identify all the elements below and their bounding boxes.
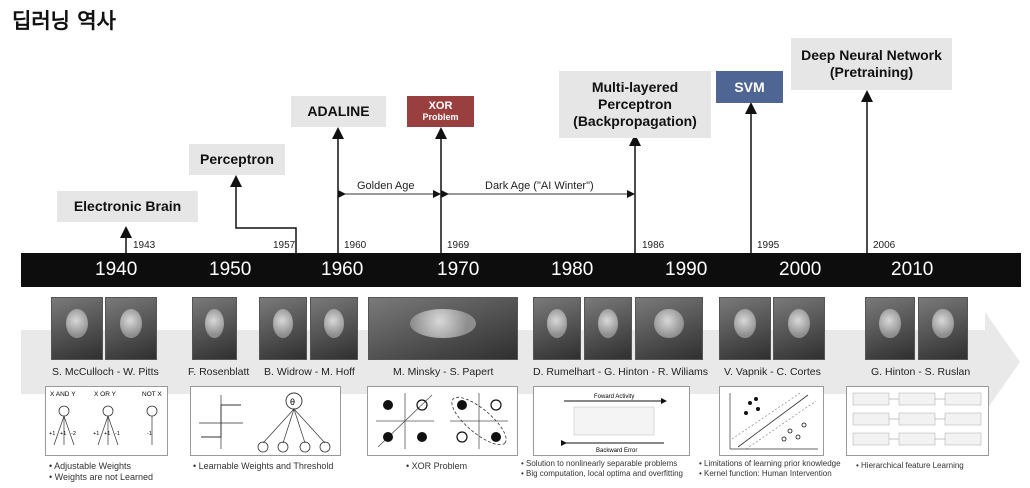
caption-rosenblatt: F. Rosenblatt (188, 366, 250, 378)
perceptron-svg: θ (199, 392, 331, 453)
note-svm-line1: • Limitations of learning prior knowledg… (699, 459, 841, 468)
era-dark-age: Dark Age ("AI Winter") (483, 180, 596, 192)
svg-text:+1: +1 (49, 431, 55, 437)
caption-rumelhart-hinton-williams: D. Rumelhart - G. Hinton - R. Wiliams (533, 366, 709, 378)
caption-hinton-ruslan: G. Hinton - S. Ruslan (871, 366, 971, 378)
photo-hoff (310, 297, 358, 360)
xor-label-line1: XOR (428, 100, 453, 112)
caption-mcculloch-pitts: S. McCulloch - W. Pitts (52, 366, 159, 378)
caption-widrow-hoff: B. Widrow - M. Hoff (264, 366, 355, 378)
diagram-svm (719, 386, 824, 456)
decade-2000: 2000 (779, 259, 822, 280)
forward-activity-label: Foward Activity (594, 394, 634, 400)
backward-error-label: Backward Error (596, 448, 637, 454)
milestone-adaline: ADALINE (291, 96, 386, 127)
note-hierarchical-line1: • Hierarchical feature Learning (856, 461, 964, 470)
note-logic-gates-line2: • Weights are not Learned (49, 472, 154, 483)
note-svm-line2: • Kernel function: Human Intervention (699, 469, 832, 478)
note-perceptron: • Learnable Weights and Threshold (193, 461, 333, 472)
note-backprop-line2: • Big computation, local optima and over… (521, 469, 683, 478)
photo-hinton (584, 297, 632, 360)
photo-minsky-papert (368, 297, 518, 360)
hierarchical-svg (852, 392, 982, 446)
era-golden-age: Golden Age (355, 180, 417, 192)
gate-and-label: X AND Y (50, 391, 76, 398)
year-1960: 1960 (344, 240, 367, 251)
gate-or-label: X OR Y (94, 391, 117, 398)
photo-pitts (105, 297, 157, 360)
svg-text:+1: +1 (60, 431, 66, 437)
svg-text:+1: +1 (104, 431, 110, 437)
milestone-xor: XOR Problem (407, 96, 474, 127)
decade-1960: 1960 (321, 259, 364, 280)
photo-rosenblatt (192, 297, 237, 360)
year-1969: 1969 (447, 240, 470, 251)
xor-label-line2: Problem (422, 111, 459, 122)
photo-williams (635, 297, 703, 360)
backprop-svg: Foward Activity Backward Error (561, 394, 667, 454)
diagram-perceptron: θ (190, 386, 341, 456)
milestone-deep-neural-network: Deep Neural Network (Pretraining) (791, 38, 952, 90)
arrow-1957 (230, 175, 297, 253)
note-hierarchical: • Hierarchical feature Learning (856, 461, 964, 471)
svg-text:-2: -2 (71, 431, 76, 437)
decade-band (21, 253, 1021, 287)
diagram-hierarchical-features (846, 386, 989, 456)
photo-ruslan (918, 297, 968, 360)
note-backprop: • Solution to nonlinearly separable prob… (521, 459, 683, 479)
diagram-xor-problem (367, 386, 518, 456)
decade-1970: 1970 (437, 259, 480, 280)
xor-svg (376, 393, 508, 449)
milestone-perceptron: Perceptron (189, 144, 285, 175)
logic-gates-svg: X AND Y X OR Y NOT X +1 +1 -2 +1 +1 -1 -… (49, 391, 162, 446)
decade-1950: 1950 (209, 259, 252, 280)
milestone-svm: SVM (716, 71, 783, 103)
diagram-backpropagation: Foward Activity Backward Error (533, 386, 690, 456)
photo-cortes (773, 297, 825, 360)
caption-vapnik-cortes: V. Vapnik - C. Cortes (724, 366, 821, 378)
note-perceptron-line1: • Learnable Weights and Threshold (193, 461, 334, 471)
year-1957: 1957 (273, 240, 296, 251)
decade-1980: 1980 (551, 259, 594, 280)
year-1995: 1995 (757, 240, 780, 251)
gate-not-label: NOT X (142, 391, 162, 398)
year-2006: 2006 (873, 240, 896, 251)
photo-widrow (259, 297, 307, 360)
caption-minsky-papert: M. Minsky - S. Papert (393, 366, 494, 378)
decade-2010: 2010 (891, 259, 934, 280)
note-logic-gates-line1: • Adjustable Weights (49, 461, 132, 471)
decade-1940: 1940 (95, 259, 138, 280)
year-1986: 1986 (642, 240, 665, 251)
note-logic-gates: • Adjustable Weights • Weights are not L… (49, 461, 153, 484)
svg-text:-1: -1 (147, 431, 152, 437)
photo-mcculloch (51, 297, 103, 360)
photo-hinton-2006 (865, 297, 915, 360)
year-1943: 1943 (133, 240, 156, 251)
note-xor-line1: • XOR Problem (406, 461, 468, 471)
decade-1990: 1990 (665, 259, 708, 280)
photo-rumelhart (533, 297, 581, 360)
milestone-multilayer-perceptron: Multi-layered Perceptron (Backpropagatio… (559, 71, 711, 138)
diagram-logic-gates: X AND Y X OR Y NOT X +1 +1 -2 +1 +1 -1 -… (45, 386, 168, 456)
photo-vapnik (719, 297, 771, 360)
page-title: 딥러닝 역사 (12, 9, 116, 33)
theta-symbol: θ (290, 397, 295, 407)
svg-text:-1: -1 (115, 431, 120, 437)
milestone-electronic-brain: Electronic Brain (57, 191, 198, 222)
svg-text:+1: +1 (93, 431, 99, 437)
note-svm: • Limitations of learning prior knowledg… (699, 459, 841, 479)
note-backprop-line1: • Solution to nonlinearly separable prob… (521, 459, 678, 468)
svm-svg (729, 392, 818, 450)
note-xor: • XOR Problem (406, 461, 467, 472)
